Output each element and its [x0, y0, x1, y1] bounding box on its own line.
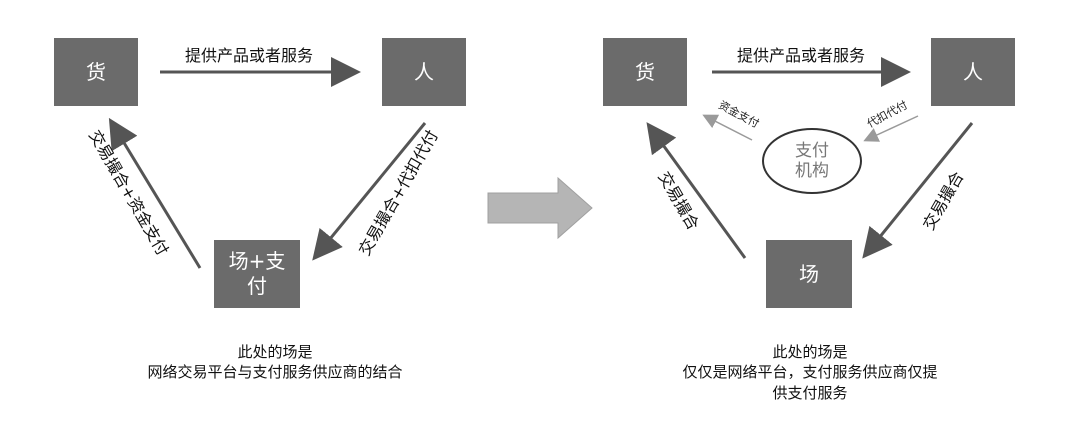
right-caption-line-1: 此处的场是 [772, 343, 848, 361]
transition-arrow [487, 176, 593, 240]
inner-right-arrow [863, 115, 919, 142]
right-box-people: 人 [931, 38, 1015, 106]
left-diag-right-arrow [312, 122, 427, 261]
right-box-place: 场 [766, 240, 852, 308]
left-caption-line-1: 此处的场是 [237, 343, 313, 361]
right-diag-right-arrow [862, 122, 974, 259]
left-box-place: 场+支 付 [214, 240, 300, 308]
right-diag-left-arrow [646, 122, 747, 259]
left-caption-line-2: 网络交易平台与支付服务供应商的结合 [147, 363, 403, 382]
left-box-goods: 货 [54, 38, 138, 106]
left-diag-left-arrow [108, 117, 202, 269]
left-caption: 此处的场是 网络交易平台与支付服务供应商的结合 [90, 342, 460, 383]
right-box-goods: 货 [603, 38, 687, 106]
right-top-label: 提供产品或者服务 [737, 46, 866, 65]
left-top-label: 提供产品或者服务 [185, 46, 314, 65]
right-caption-line-3: 供支付服务 [772, 383, 848, 402]
right-caption: 此处的场是 仅仅是网络平台，支付服务供应商仅提 供支付服务 [620, 342, 1000, 403]
inner-left-arrow [702, 114, 753, 141]
right-caption-line-2: 仅仅是网络平台，支付服务供应商仅提 [682, 363, 938, 382]
payment-institution-ellipse: 支付 机构 [762, 128, 862, 194]
left-box-people: 人 [382, 38, 466, 106]
